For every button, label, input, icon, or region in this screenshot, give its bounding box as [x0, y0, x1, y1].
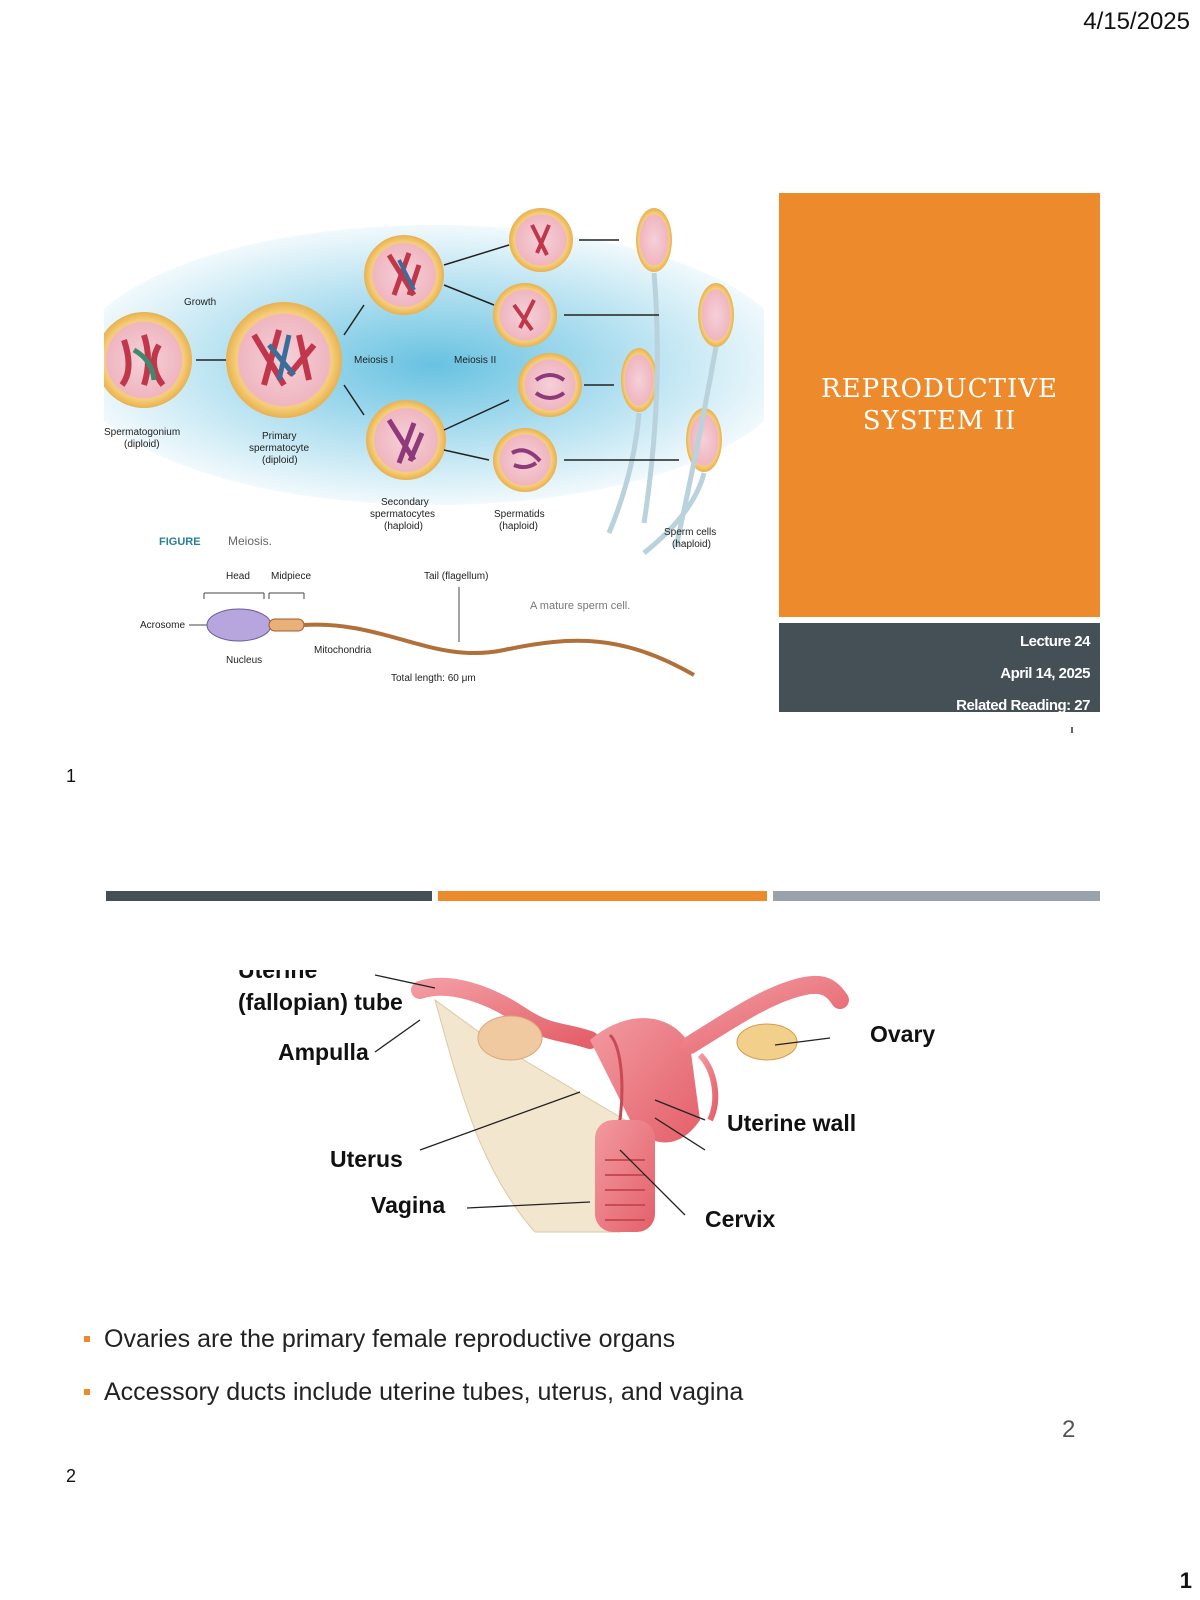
meiosis2-label: Meiosis II	[454, 355, 496, 366]
label-uterine-tube-1: Uterine	[238, 970, 317, 983]
bullet-text: Ovaries are the primary female reproduct…	[104, 1325, 676, 1353]
midpiece-label: Midpiece	[271, 571, 311, 582]
bullet-marker	[84, 1336, 90, 1342]
slide-1-number: 1	[66, 766, 77, 786]
figure-caption: Meiosis.	[228, 534, 272, 548]
bullet-marker	[84, 1389, 90, 1395]
meiosis-figure: Growth Meiosis I Meiosis II Spermatogoni…	[104, 208, 764, 684]
bullet-text: Accessory ducts include uterine tubes, u…	[104, 1378, 744, 1406]
spermatogonium-cell	[104, 312, 192, 408]
spermatids-label-1: Spermatids	[494, 509, 545, 520]
label-cervix: Cervix	[705, 1206, 776, 1232]
secondary-label-2: spermatocytes	[370, 509, 435, 520]
bullet-list: Ovaries are the primary female reproduct…	[84, 1322, 984, 1428]
spermatogonium-label: Spermatogonium	[104, 427, 180, 438]
primary-label-3: (diploid)	[262, 455, 298, 466]
related-reading: Related Reading: 27	[956, 697, 1090, 714]
header-bar-orange	[438, 891, 767, 901]
header-bar-gray	[773, 891, 1100, 901]
label-ampulla: Ampulla	[278, 1039, 369, 1065]
mature-sperm-drawing	[189, 587, 695, 677]
meiosis-arrows	[196, 239, 679, 461]
label-uterus: Uterus	[330, 1146, 403, 1172]
slide-title: Reproductive System II	[821, 374, 1058, 436]
spermatid-2	[493, 283, 557, 347]
header-bar-dark	[106, 891, 432, 901]
secondary-label-3: (haploid)	[384, 521, 423, 532]
divider-tick	[1071, 727, 1073, 733]
mature-sperm-caption: A mature sperm cell.	[530, 600, 630, 612]
secondary-spermatocyte-top	[364, 235, 444, 315]
spermatid-3	[518, 353, 582, 417]
label-vagina: Vagina	[371, 1192, 445, 1218]
secondary-label-1: Secondary	[381, 497, 429, 508]
spermatogonium-sub-label: (diploid)	[124, 439, 160, 450]
sperm-cells-label-1: Sperm cells	[664, 527, 716, 538]
meiosis1-label: Meiosis I	[354, 355, 393, 366]
print-date: 4/15/2025	[1083, 8, 1190, 35]
total-length-label: Total length: 60 μm	[391, 673, 476, 684]
growth-label: Growth	[184, 297, 216, 308]
document-page-number: 1	[1179, 1568, 1192, 1593]
acrosome-label: Acrosome	[140, 620, 185, 631]
bullet-item: Ovaries are the primary female reproduct…	[84, 1322, 984, 1375]
nucleus-label: Nucleus	[226, 655, 262, 666]
sperm-cells-label-2: (haploid)	[672, 539, 711, 550]
leader-lines	[374, 974, 831, 1216]
label-uterine-wall: Uterine wall	[727, 1110, 856, 1136]
spermatid-4	[493, 428, 557, 492]
lecture-number: Lecture 24	[1019, 633, 1091, 650]
spermatid-1	[509, 208, 573, 272]
female-reproductive-anatomy-figure: Uterine (fallopian) tube Ampulla Ovary U…	[238, 970, 935, 1233]
bullet-item: Accessory ducts include uterine tubes, u…	[84, 1375, 984, 1428]
lecture-date: April 14, 2025	[1000, 665, 1090, 682]
head-label: Head	[226, 571, 250, 582]
primary-spermatocyte-cell	[226, 302, 342, 418]
slide-2-page-number: 2	[1062, 1416, 1076, 1443]
tail-label: Tail (flagellum)	[424, 571, 488, 582]
secondary-spermatocyte-bottom	[366, 400, 446, 480]
mitochondria-label: Mitochondria	[314, 645, 372, 656]
title-box: Reproductive System II	[779, 193, 1100, 617]
label-uterine-tube-2: (fallopian) tube	[238, 989, 403, 1015]
primary-label-2: spermatocyte	[249, 443, 309, 454]
figure-word: FIGURE	[159, 536, 201, 548]
slide-2-number: 2	[66, 1466, 77, 1486]
spermatids-label-2: (haploid)	[499, 521, 538, 532]
label-ovary: Ovary	[870, 1021, 935, 1047]
lecture-info-box: Lecture 24 April 14, 2025 Related Readin…	[779, 623, 1100, 714]
sperm-cells	[606, 208, 734, 555]
primary-label-1: Primary	[262, 431, 296, 442]
